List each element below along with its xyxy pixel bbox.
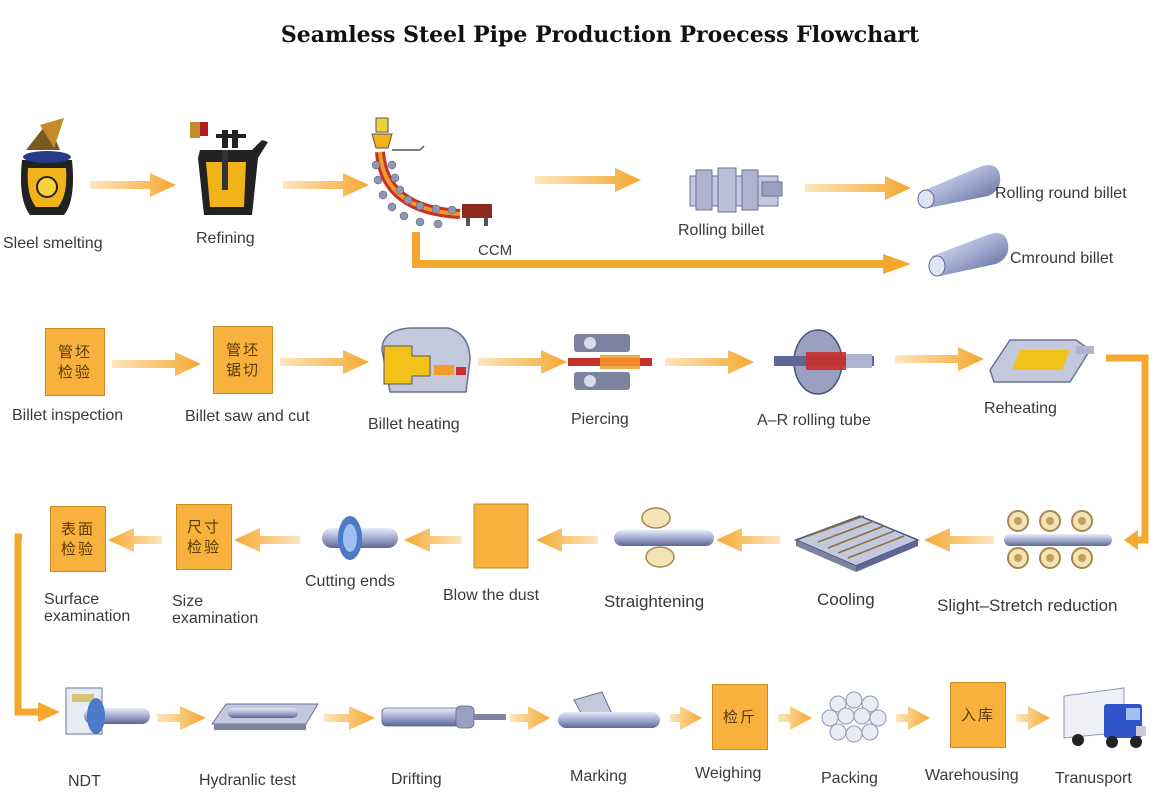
arrow-right bbox=[1016, 706, 1050, 730]
label-refining: Refining bbox=[196, 230, 255, 247]
label-line: examination bbox=[44, 608, 131, 625]
arrow-right bbox=[895, 347, 984, 371]
page-title: Seamless Steel Pipe Production Proecess … bbox=[280, 22, 920, 48]
arrow-right bbox=[478, 350, 567, 374]
label-hydraulic-test: Hydranlic test bbox=[199, 772, 296, 789]
arrow-right bbox=[112, 352, 201, 376]
arrow-right bbox=[324, 706, 375, 730]
arrow-right bbox=[896, 706, 930, 730]
box-line: 检验 bbox=[57, 363, 92, 381]
arrow-connector-right bbox=[1106, 354, 1149, 544]
size-exam-box: 尺寸 检验 bbox=[176, 504, 232, 570]
box-line: 检斤 bbox=[722, 708, 757, 726]
label-billet-heating: Billet heating bbox=[368, 416, 460, 433]
arrow-right bbox=[283, 173, 369, 197]
label-ccm: CCM bbox=[478, 242, 513, 259]
arrow-head bbox=[38, 702, 60, 722]
flow-arrows bbox=[14, 168, 1149, 730]
label-warehousing: Warehousing bbox=[925, 767, 1019, 784]
cmround-billet-icon bbox=[928, 233, 1009, 277]
label-rolling-billet: Rolling billet bbox=[678, 222, 765, 239]
arrow-left bbox=[536, 528, 598, 552]
cooling-icon bbox=[793, 515, 920, 572]
label-billet-inspection: Billet inspection bbox=[12, 407, 124, 424]
label-marking: Marking bbox=[570, 768, 627, 785]
warehousing-box: 入库 bbox=[950, 682, 1006, 748]
round-billet-icon bbox=[917, 165, 1001, 209]
ndt-icon bbox=[65, 687, 150, 735]
refining-icon bbox=[190, 122, 268, 215]
billet-heating-icon bbox=[381, 327, 471, 393]
label-steel-smelting: Sleel smelting bbox=[3, 235, 103, 252]
rolling-billet-icon bbox=[689, 167, 783, 213]
arrow-left bbox=[234, 528, 300, 552]
arrow-right bbox=[778, 706, 812, 730]
label-straightening: Straightening bbox=[604, 592, 705, 611]
arrow-right bbox=[280, 350, 369, 374]
label-blow-dust: Blow the dust bbox=[443, 587, 540, 604]
arrow-ccm-to-cmround bbox=[412, 232, 885, 268]
drifting-icon bbox=[381, 705, 506, 729]
arrow-left bbox=[924, 528, 994, 552]
label-transport: Tranusport bbox=[1055, 770, 1132, 787]
label-ndt: NDT bbox=[68, 773, 101, 790]
arrow-right bbox=[90, 173, 176, 197]
arrow-head bbox=[883, 254, 911, 274]
piercing-icon bbox=[568, 334, 652, 390]
arrow-right bbox=[805, 176, 911, 200]
box-line: 锯切 bbox=[225, 361, 260, 379]
arrow-connector-left bbox=[14, 533, 40, 716]
label-piercing: Piercing bbox=[571, 411, 629, 428]
arrow-right bbox=[670, 706, 702, 730]
label-drifting: Drifting bbox=[391, 771, 442, 788]
box-line: 管坯 bbox=[57, 343, 92, 361]
label-surface-exam: Surface examination bbox=[44, 591, 130, 625]
label-billet-saw-cut: Billet saw and cut bbox=[185, 408, 310, 425]
label-cmround-billet: Cmround billet bbox=[1010, 250, 1114, 267]
label-weighing: Weighing bbox=[695, 765, 762, 782]
surface-exam-box: 表面 检验 bbox=[50, 506, 106, 572]
ccm-icon bbox=[371, 117, 492, 229]
cutting-ends-icon bbox=[322, 516, 398, 560]
label-line: examination bbox=[172, 610, 259, 627]
box-line: 表面 bbox=[60, 520, 95, 538]
box-line: 入库 bbox=[960, 706, 995, 724]
label-cooling: Cooling bbox=[817, 590, 875, 609]
ar-rolling-tube-icon bbox=[774, 329, 874, 395]
label-rolling-round-billet: Rolling round billet bbox=[995, 185, 1127, 202]
label-line: Surface bbox=[44, 591, 100, 608]
marking-icon bbox=[558, 691, 660, 728]
box-line: 检验 bbox=[186, 538, 221, 556]
label-packing: Packing bbox=[821, 770, 878, 787]
arrow-left bbox=[108, 528, 162, 552]
label-line: Size bbox=[172, 593, 204, 610]
label-ar-rolling-tube: A–R rolling tube bbox=[757, 412, 871, 429]
arrow-left bbox=[716, 528, 780, 552]
arrow-right bbox=[510, 706, 550, 730]
straightening-icon bbox=[614, 507, 714, 568]
billet-inspection-box: 管坯 检验 bbox=[45, 328, 105, 396]
arrow-left bbox=[404, 528, 462, 552]
arrow-right bbox=[157, 706, 206, 730]
label-slight-stretch: Slight–Stretch reduction bbox=[937, 596, 1118, 615]
steel-smelting-icon bbox=[21, 118, 73, 215]
reheating-icon bbox=[989, 339, 1094, 383]
box-line: 检验 bbox=[60, 540, 95, 558]
label-cutting-ends: Cutting ends bbox=[305, 573, 395, 590]
billet-saw-cut-box: 管坯 锯切 bbox=[213, 326, 273, 394]
arrow-head bbox=[1124, 530, 1138, 550]
box-line: 管坯 bbox=[225, 341, 260, 359]
weighing-box: 检斤 bbox=[712, 684, 768, 750]
arrow-right bbox=[535, 168, 641, 192]
truck-icon bbox=[1063, 687, 1146, 748]
arrow-right bbox=[665, 350, 754, 374]
packing-icon bbox=[821, 691, 887, 743]
label-size-exam: Size examination bbox=[172, 593, 258, 627]
label-reheating: Reheating bbox=[984, 400, 1057, 417]
slight-stretch-icon bbox=[1004, 510, 1112, 569]
blow-dust-icon bbox=[473, 503, 529, 569]
box-line: 尺寸 bbox=[186, 518, 221, 536]
hydraulic-test-icon bbox=[211, 703, 319, 730]
